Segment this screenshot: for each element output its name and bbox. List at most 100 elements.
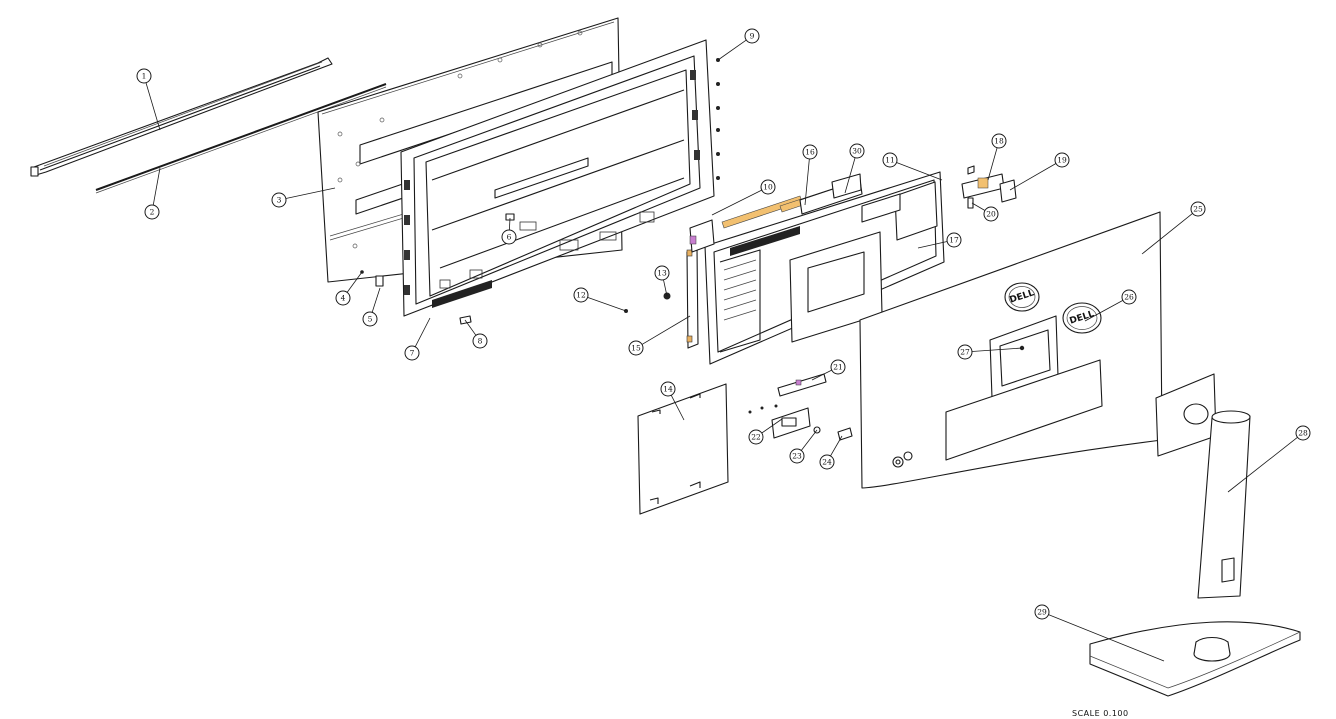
callout-18: 18 [987,133,1007,181]
leader-line-25 [1141,213,1193,255]
callout-label-26: 26 [1124,293,1134,302]
part-28-stand-riser [1155,373,1251,599]
leader-line-5 [371,287,381,313]
callout-12: 12 [573,287,627,312]
callout-circle-19 [1054,152,1070,168]
leader-line-30 [844,157,856,194]
leader-line-2 [152,167,161,206]
leader-line-28 [1227,437,1298,493]
callout-circle-5 [362,311,378,327]
part-2-strip [95,83,387,194]
callout-5: 5 [362,287,381,327]
callout-24: 24 [819,435,843,470]
part-15-side-board [686,247,699,349]
leader-line-11 [896,162,943,181]
callout-label-13: 13 [657,269,667,278]
callout-30: 30 [844,143,865,194]
callout-circle-21 [830,359,846,375]
leader-line-12 [587,296,627,312]
part-26-logo-badge: DELL [1062,302,1102,334]
leader-line-10 [711,189,762,216]
part-21-button-board [777,373,827,397]
callout-2: 2 [144,167,161,220]
callout-21: 21 [811,359,846,381]
callout-label-23: 23 [792,452,802,461]
callout-22: 22 [748,418,783,445]
callout-circle-24 [819,454,835,470]
callout-label-28: 28 [1298,429,1308,438]
callout-label-21: 21 [833,363,843,372]
leader-line-24 [830,435,843,457]
callout-label-30: 30 [852,147,862,156]
callout-label-3: 3 [277,196,282,205]
leader-line-14 [670,395,685,421]
callout-15: 15 [628,315,691,356]
part-25-rear-cover: DELL [859,211,1163,489]
leader-line-8 [464,319,477,336]
callout-11: 11 [882,152,943,181]
callout-label-18: 18 [994,137,1004,146]
callout-13: 13 [654,265,670,297]
callout-circle-9 [744,28,760,44]
callout-23: 23 [789,429,818,464]
leader-line-21 [811,369,832,381]
callout-label-7: 7 [410,349,415,358]
leader-line-3 [285,187,336,199]
leader-line-15 [641,315,691,345]
callout-25: 25 [1141,201,1206,255]
leader-line-6 [508,217,511,231]
leader-line-13 [663,279,668,297]
callout-circle-13 [654,265,670,281]
callout-27: 27 [957,344,1023,360]
callout-circle-14 [660,381,676,397]
callout-circle-17 [946,232,962,248]
callout-circle-3 [271,192,287,208]
callout-circle-18 [991,133,1007,149]
callout-7: 7 [404,317,431,361]
part-14-shield [637,383,729,515]
callout-label-6: 6 [507,233,512,242]
part-1-bezel-strip [30,57,333,177]
callout-28: 28 [1227,425,1311,493]
callout-label-25: 25 [1193,205,1203,214]
callout-3: 3 [271,187,336,208]
callout-circle-29 [1034,604,1050,620]
callout-label-12: 12 [576,291,586,300]
callout-circle-11 [882,152,898,168]
part-18-19-20-bracket [961,165,1017,209]
callout-label-24: 24 [822,458,832,467]
callout-9: 9 [717,28,760,61]
callout-label-4: 4 [341,294,346,303]
callout-10: 10 [711,179,776,216]
leader-line-16 [804,158,810,206]
callout-group: 1234567891011121314151617181920212223242… [136,28,1311,662]
callout-label-8: 8 [478,337,483,346]
callout-circle-23 [789,448,805,464]
part-11-rear-chassis [704,171,945,365]
leader-line-20 [971,202,986,211]
callout-label-16: 16 [805,148,815,157]
part-29-stand-base [1089,621,1301,697]
callout-17: 17 [917,232,962,249]
callout-circle-12 [573,287,589,303]
callout-circle-6 [501,229,517,245]
callout-circle-7 [404,345,420,361]
callout-label-9: 9 [750,32,755,41]
callout-label-19: 19 [1057,156,1067,165]
leader-line-23 [800,429,818,451]
scale-note: SCALE 0.100 [1072,709,1129,718]
callout-label-2: 2 [150,208,155,217]
leader-line-19 [1009,163,1057,191]
callout-circle-15 [628,340,644,356]
callout-label-20: 20 [986,210,996,219]
callout-circle-4 [335,290,351,306]
callout-8: 8 [464,319,488,349]
callout-circle-2 [144,204,160,220]
leader-line-7 [414,317,431,347]
callout-circle-22 [748,429,764,445]
part-9-middle-frame [400,39,720,317]
part-22-24-buttons [748,404,853,441]
leader-line-18 [987,147,998,181]
callout-circle-20 [983,206,999,222]
callout-label-22: 22 [751,433,761,442]
